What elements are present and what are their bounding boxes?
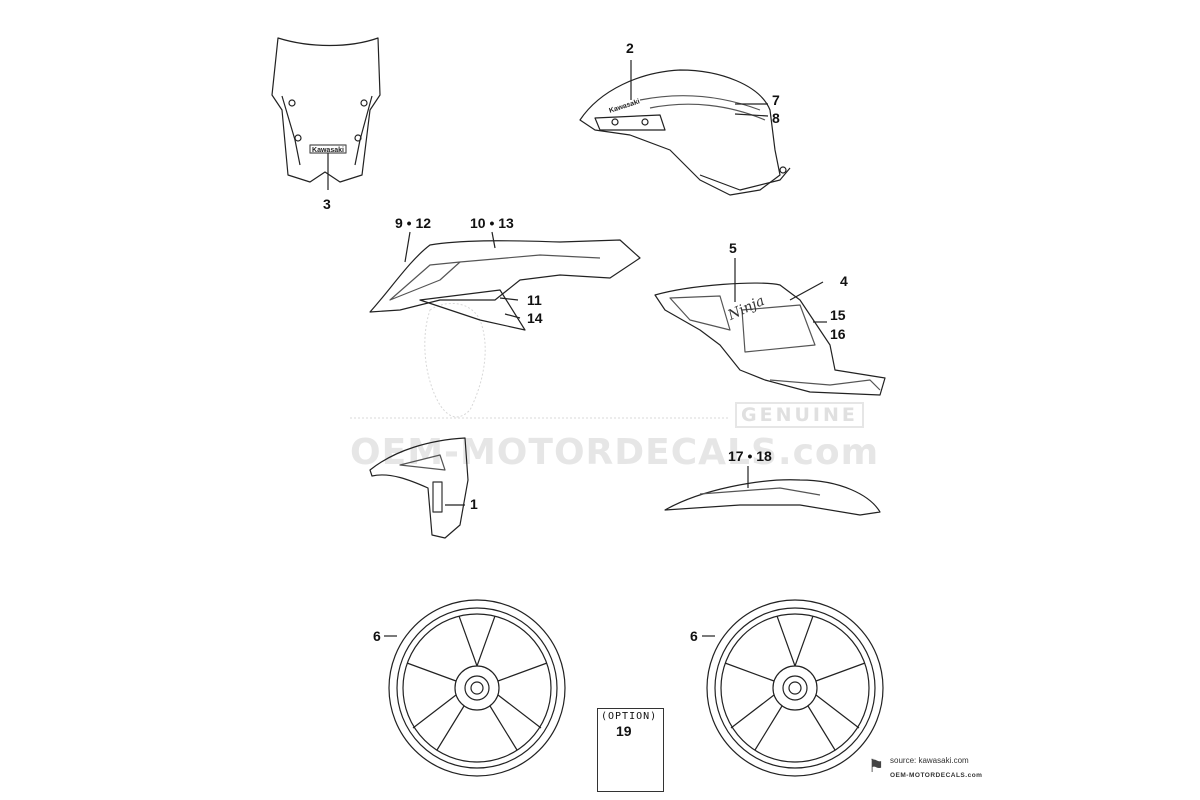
callout-1: 1	[470, 496, 478, 512]
callout-19: 19	[616, 723, 632, 739]
callout-8: 8	[772, 110, 780, 126]
option-label: (OPTION)	[601, 711, 658, 722]
windscreen-logo-text: Kawasaki	[312, 147, 344, 154]
callout-17-18: 17 • 18	[728, 448, 772, 464]
belly-pan-drawing	[664, 466, 881, 516]
callout-14: 14	[527, 310, 543, 326]
callout-7: 7	[772, 92, 780, 108]
source-text: source: kawasaki.com	[890, 756, 969, 765]
tank-cover-drawing	[579, 60, 791, 196]
windscreen-drawing	[271, 37, 381, 190]
callout-15: 15	[830, 307, 846, 323]
callout-10-13: 10 • 13	[470, 215, 514, 231]
tail-section-drawing	[654, 258, 886, 396]
option-box: (OPTION) 19	[597, 708, 664, 792]
callout-5: 5	[729, 240, 737, 256]
callout-4: 4	[840, 273, 848, 289]
tail-logo-text: Ninja	[725, 293, 768, 324]
callout-6-left: 6	[373, 628, 381, 644]
callout-3: 3	[323, 196, 331, 212]
front-fender-drawing	[369, 437, 469, 539]
wheel-left-drawing	[384, 599, 566, 777]
side-fairing-drawing	[369, 231, 641, 331]
wheel-right-drawing	[702, 599, 884, 777]
callout-11: 11	[527, 292, 542, 308]
watermark-bird-outline	[350, 302, 730, 419]
watermark-genuine: GENUINE	[735, 402, 864, 428]
source-credit: ⚑ source: kawasaki.com OEM-MOTORDECALS.c…	[868, 756, 982, 792]
callout-2: 2	[626, 40, 634, 56]
kawasaki-logo-icon: ⚑	[868, 756, 885, 776]
callout-6-right: 6	[690, 628, 698, 644]
watermark-text: OEM-MOTORDECALS.com	[350, 432, 880, 473]
callout-9-12: 9 • 12	[395, 215, 432, 231]
source-site: OEM-MOTORDECALS.com	[890, 772, 983, 779]
callout-16: 16	[830, 326, 846, 342]
tank-logo-text: Kawasaki	[608, 98, 641, 115]
